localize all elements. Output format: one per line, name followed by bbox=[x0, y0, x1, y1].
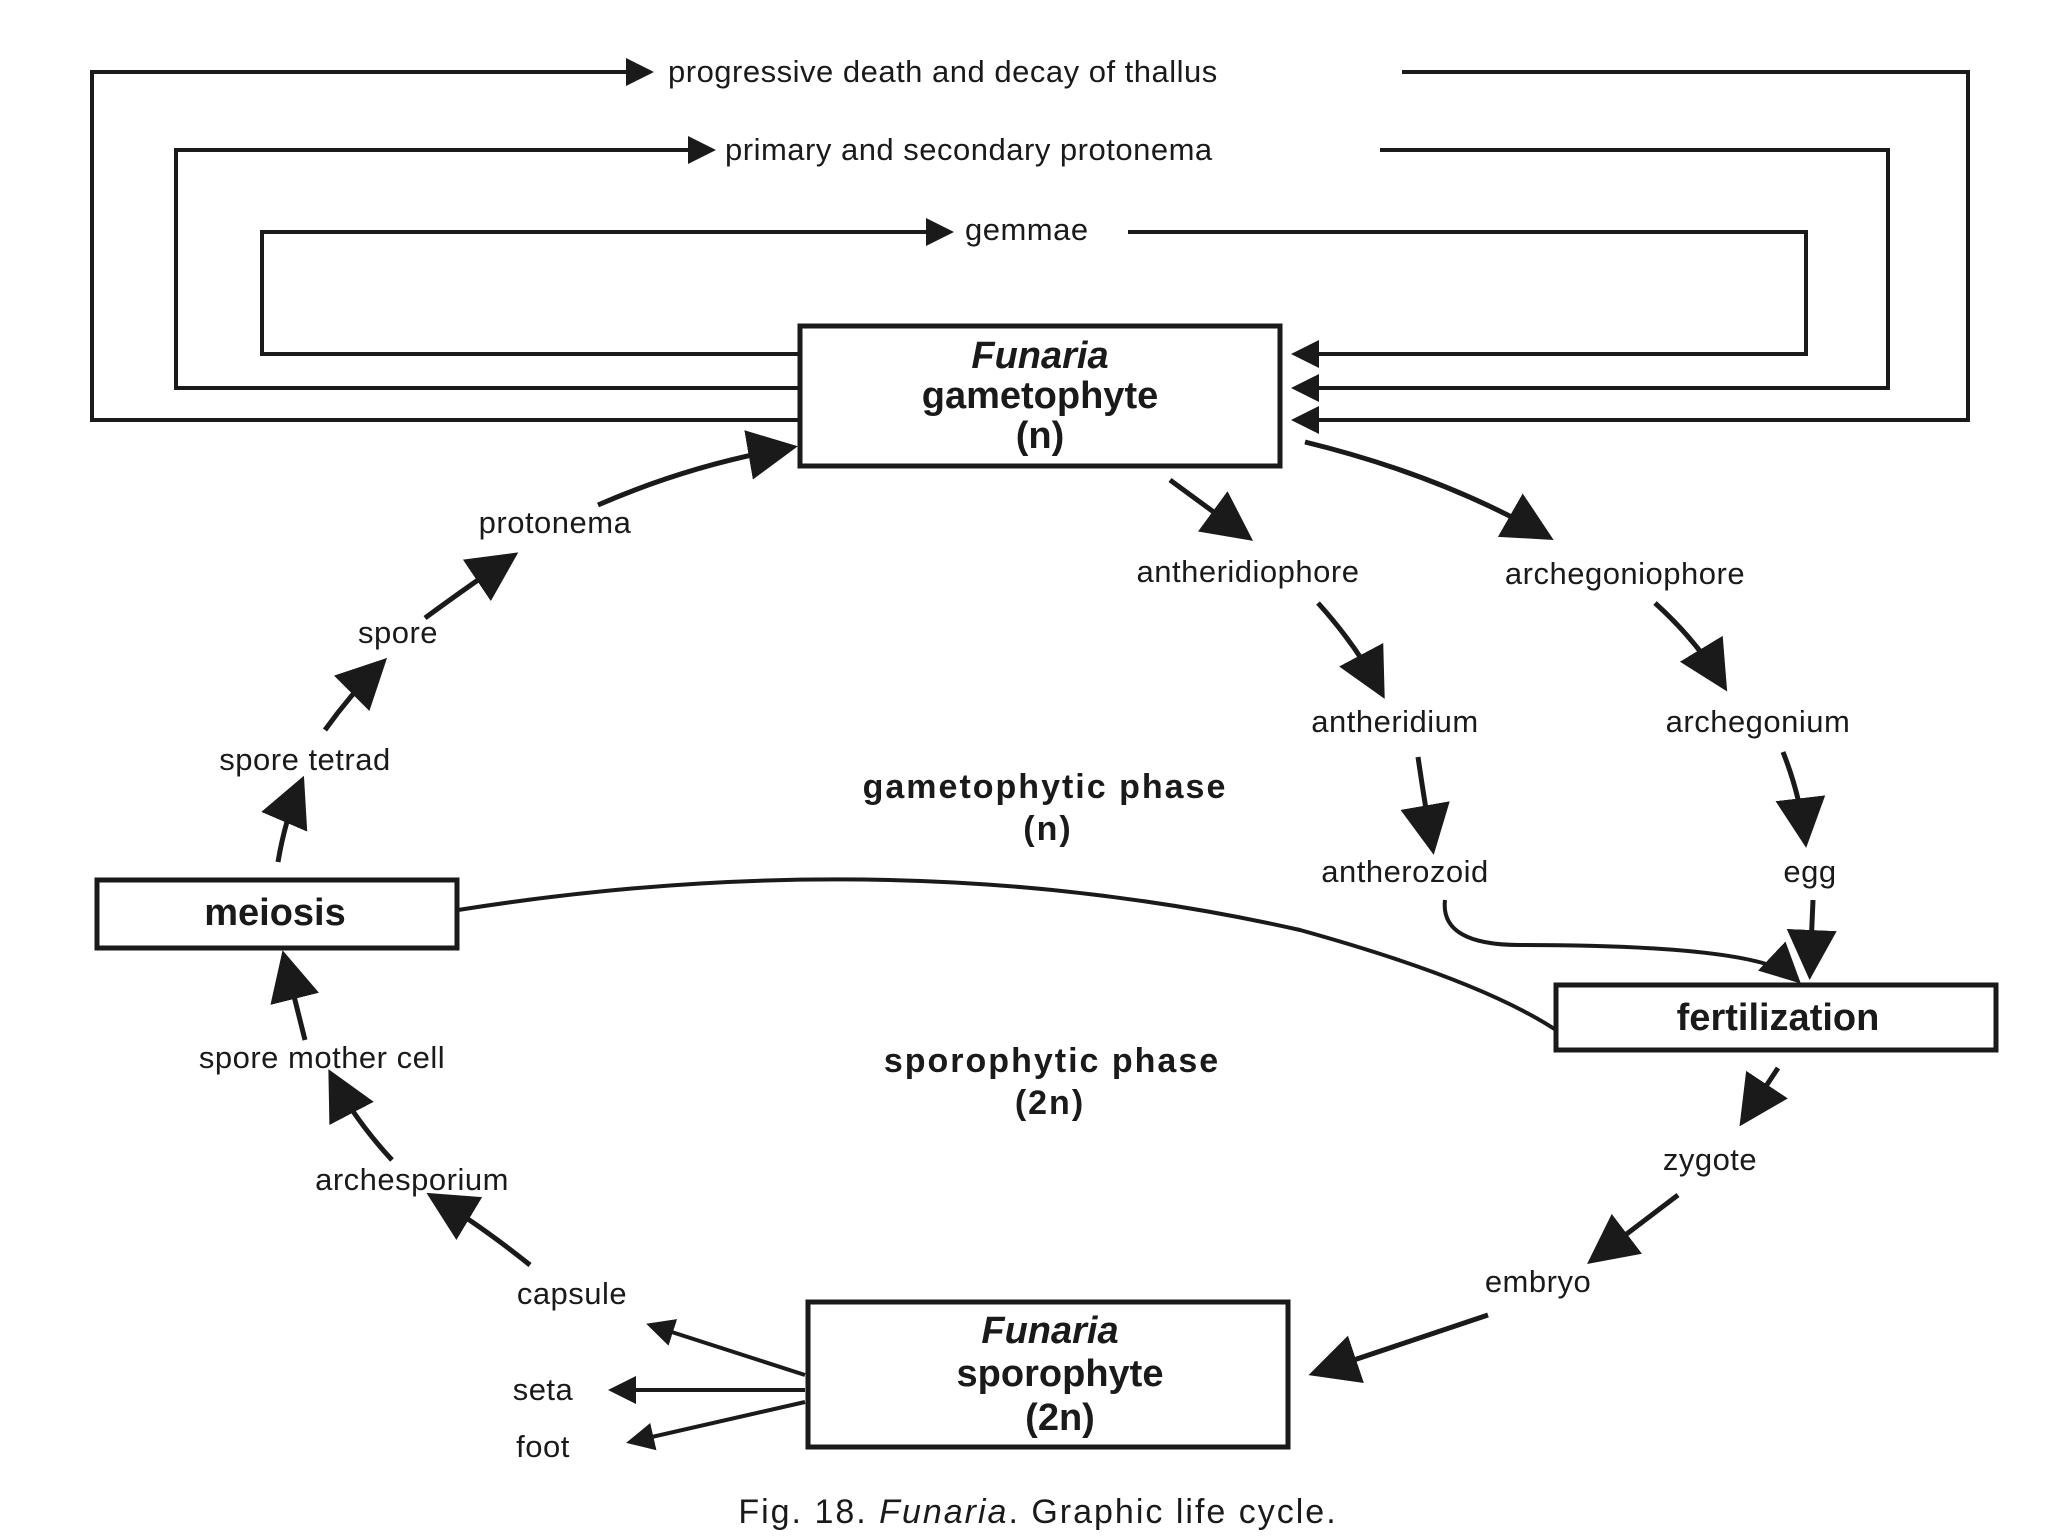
antheridium-label: antheridium bbox=[1311, 704, 1478, 739]
outer-loop bbox=[90, 58, 1970, 434]
fertilization-label: fertilization bbox=[1677, 997, 1880, 1039]
gametophytic-phase-label: gametophytic phase bbox=[863, 768, 1228, 806]
spore-tetrad-label: spore tetrad bbox=[219, 742, 390, 777]
zygote-label: zygote bbox=[1663, 1142, 1757, 1177]
meiosis-label: meiosis bbox=[204, 892, 346, 934]
arrow-to-embryo bbox=[1587, 1193, 1680, 1265]
arrow-to-archegonium bbox=[1653, 601, 1728, 692]
arrow-to-sporophyte bbox=[1308, 1312, 1489, 1383]
sporophyte-name: sporophyte bbox=[957, 1353, 1164, 1395]
archegonium-label: archegonium bbox=[1666, 704, 1851, 739]
arrow-to-archesporium bbox=[426, 1192, 532, 1267]
outer-loop-label: progressive death and decay of thallus bbox=[668, 54, 1218, 89]
sporophyte-genus: Funaria bbox=[981, 1310, 1118, 1352]
arrow-to-spore-tetrad bbox=[261, 775, 308, 863]
arrow-to-archegoniophore bbox=[1304, 439, 1554, 540]
protonema-label: protonema bbox=[479, 505, 632, 540]
archesporium-label: archesporium bbox=[315, 1162, 509, 1197]
gametophyte-ploidy: (n) bbox=[1016, 415, 1065, 457]
spore-mother-cell-label: spore mother cell bbox=[199, 1040, 445, 1075]
arrow-to-foot bbox=[626, 1400, 806, 1451]
arrow-egg-to-fertilization bbox=[1786, 899, 1837, 980]
arrow-to-meiosis bbox=[270, 950, 319, 1041]
arrow-to-antheridiophore bbox=[1168, 477, 1254, 541]
gametophytic-phase-ploidy: (n) bbox=[1023, 810, 1072, 848]
arrow-to-gametophyte bbox=[597, 430, 798, 508]
spore-label: spore bbox=[358, 615, 438, 650]
antherozoid-label: antherozoid bbox=[1321, 854, 1489, 889]
middle-loop bbox=[174, 136, 1890, 402]
archegoniophore-label: archegoniophore bbox=[1505, 556, 1745, 591]
gametophyte-box: Funaria gametophyte (n) bbox=[797, 323, 1283, 469]
phase-divider-curve bbox=[457, 877, 1558, 1032]
foot-label: foot bbox=[516, 1429, 570, 1464]
antheridiophore-label: antheridiophore bbox=[1137, 554, 1360, 589]
arrow-to-spore-mother-cell bbox=[328, 1069, 394, 1162]
sporophyte-ploidy: (2n) bbox=[1025, 1397, 1095, 1439]
meiosis-box: meiosis bbox=[94, 877, 460, 951]
fertilization-box: fertilization bbox=[1553, 982, 1999, 1053]
arrow-to-egg bbox=[1775, 751, 1826, 848]
egg-label: egg bbox=[1783, 854, 1836, 889]
caption-prefix: Fig. 18. bbox=[738, 1493, 867, 1531]
arrow-to-antheridium bbox=[1316, 601, 1385, 699]
arrow-to-spore bbox=[322, 657, 388, 732]
sporophyte-box: Funaria sporophyte (2n) bbox=[805, 1299, 1291, 1450]
sporophytic-phase-ploidy: (2n) bbox=[1015, 1084, 1085, 1122]
arrow-to-protonema bbox=[423, 552, 519, 621]
capsule-label: capsule bbox=[517, 1276, 627, 1311]
embryo-label: embryo bbox=[1485, 1264, 1591, 1299]
gametophyte-genus: Funaria bbox=[971, 335, 1108, 377]
figure-caption: Fig. 18. Funaria. Graphic life cycle. bbox=[738, 1493, 1337, 1531]
arrow-antherozoid-to-fertilization bbox=[1442, 899, 1801, 984]
inner-loop-label: gemmae bbox=[965, 212, 1089, 247]
sporophytic-phase-label: sporophytic phase bbox=[884, 1042, 1220, 1080]
middle-loop-label: primary and secondary protonema bbox=[725, 132, 1213, 167]
arrow-to-antherozoid bbox=[1400, 756, 1450, 855]
seta-label: seta bbox=[513, 1372, 574, 1407]
gametophyte-name: gametophyte bbox=[922, 375, 1158, 417]
arrow-to-capsule bbox=[646, 1319, 806, 1377]
arrow-to-zygote bbox=[1739, 1066, 1788, 1127]
inner-loop bbox=[260, 218, 1808, 368]
caption-genus: Funaria bbox=[879, 1493, 1008, 1531]
caption-suffix: . Graphic life cycle. bbox=[1008, 1493, 1337, 1531]
